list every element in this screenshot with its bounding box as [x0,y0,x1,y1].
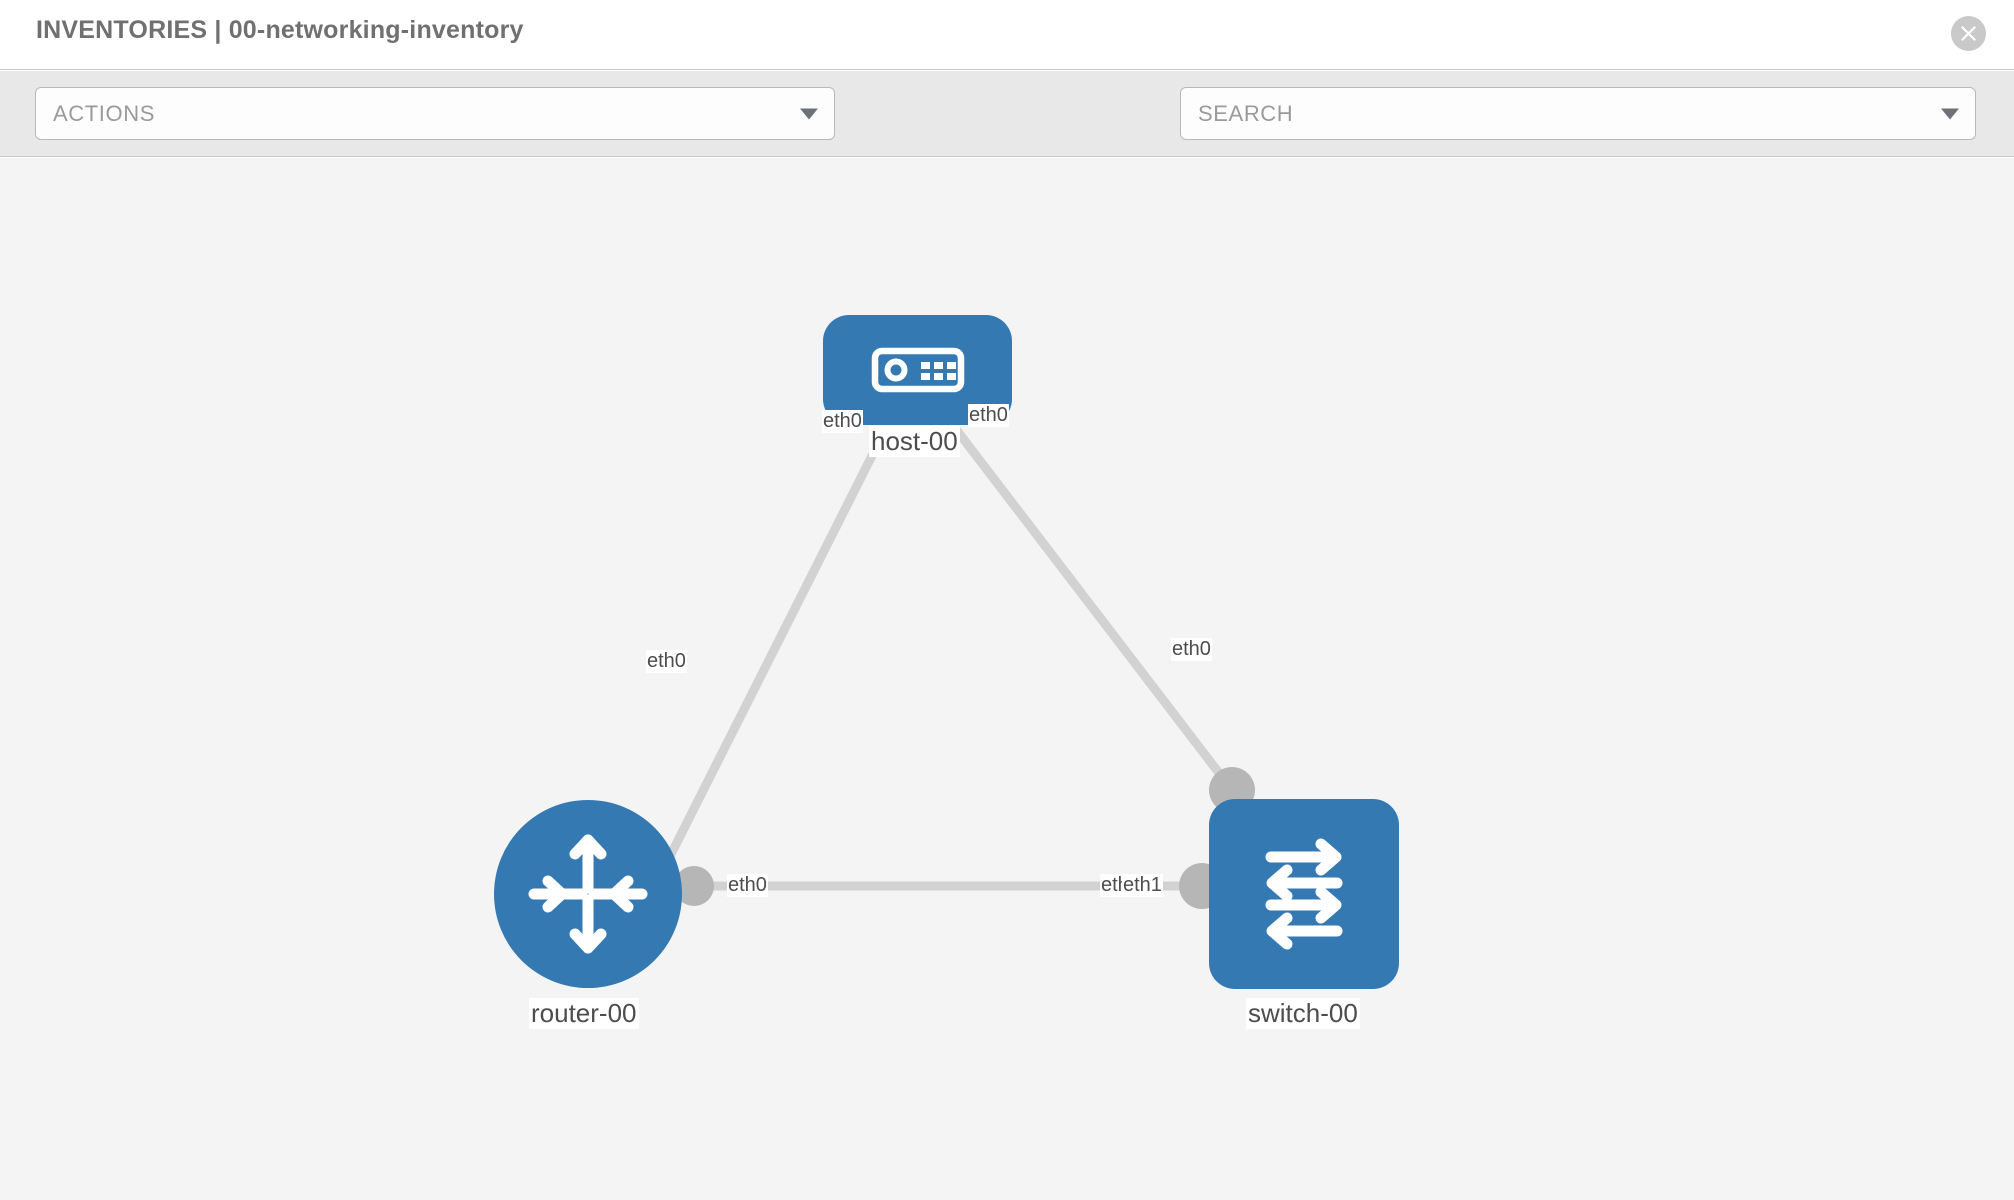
link-group [655,425,1236,891]
topology-canvas[interactable]: host-00 router-00 switch-00 eth0 eth0 eth0 eth… [0,158,2014,1200]
topology-node-router-00[interactable] [494,800,682,988]
search-placeholder: SEARCH [1198,100,1294,126]
toolbar: ACTIONS SEARCH [0,71,2014,207]
topology-link[interactable] [655,425,891,879]
page-title: INVENTORIES | 00-networking-inventory [36,16,524,44]
window-header: INVENTORIES | 00-networking-inventory [0,0,2014,70]
topology-link[interactable] [951,425,1236,793]
router-node-shape [494,800,682,988]
interface-label: eth0 [968,404,1009,427]
switch-node-shape [1209,799,1399,989]
interface-label: eth1 [1122,874,1163,897]
switch-icon [1265,838,1343,950]
interface-label: eth0 [646,650,687,673]
interface-label: eth0 [727,874,768,897]
actions-dropdown[interactable]: ACTIONS [35,87,835,140]
chevron-down-icon [1941,108,1959,119]
topology-port[interactable] [674,866,714,906]
chevron-down-icon [800,108,818,119]
node-label-host-00: host-00 [869,426,960,457]
interface-label: eth0 [822,410,863,433]
server-icon [871,347,965,393]
router-icon [528,834,648,954]
search-input[interactable]: SEARCH [1180,87,1976,140]
topology-node-switch-00[interactable] [1209,799,1399,989]
close-icon[interactable] [1951,16,1986,51]
interface-label: eth0 [1171,638,1212,661]
node-label-router-00: router-00 [529,998,639,1029]
node-label-switch-00: switch-00 [1246,998,1360,1029]
actions-dropdown-label: ACTIONS [53,100,155,126]
